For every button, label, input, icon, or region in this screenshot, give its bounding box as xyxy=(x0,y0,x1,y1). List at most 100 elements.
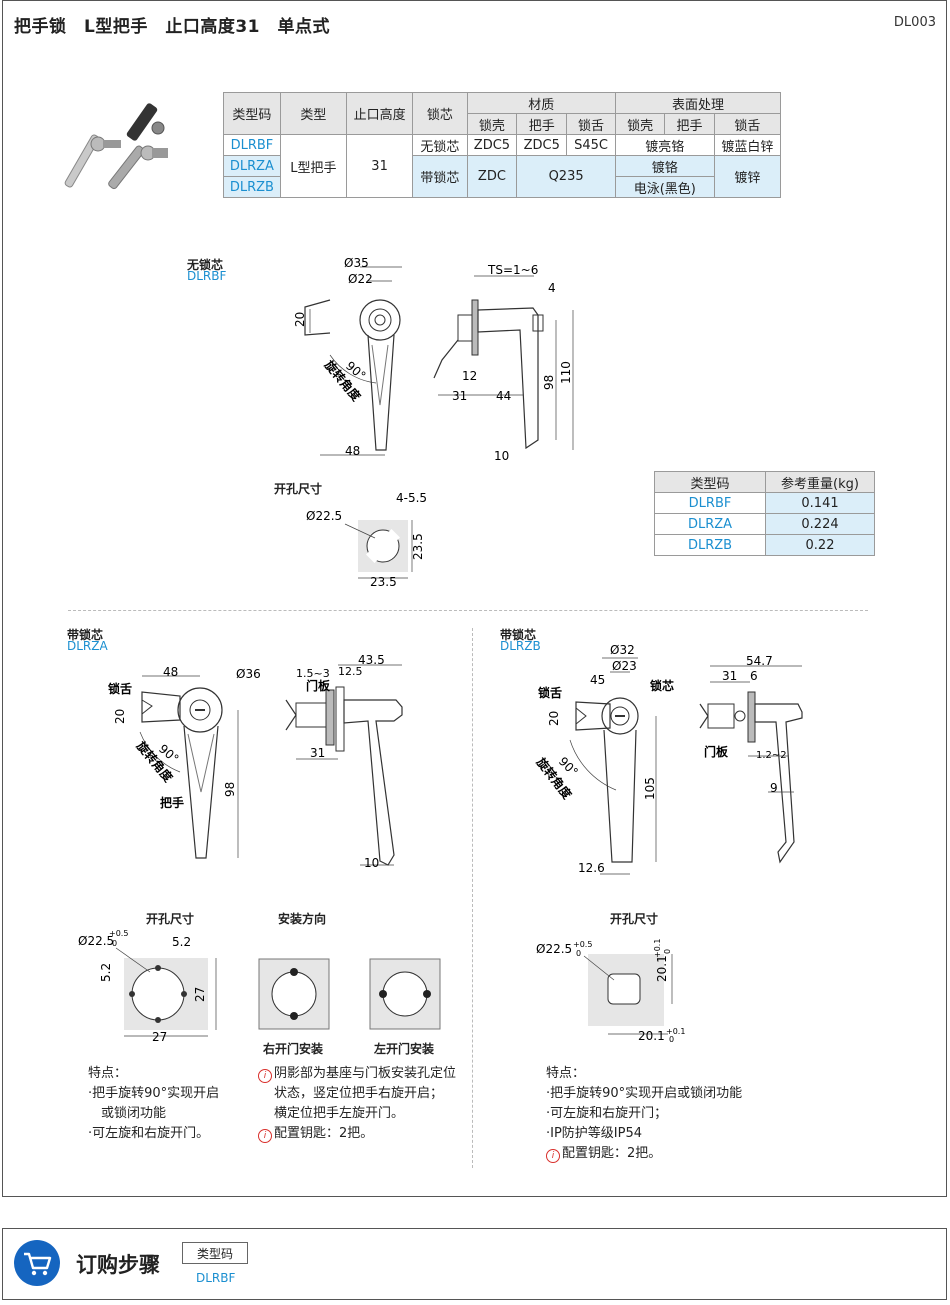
dim-w10: 10 xyxy=(494,449,509,463)
table-row: DLRZB 电泳(黑色) xyxy=(223,176,781,198)
th-weight: 参考重量(kg) xyxy=(765,471,875,493)
weight-cell: 0.22 xyxy=(765,534,875,556)
sec2-side-drawing: 43.5 1.5~3 12.5 门板 31 10 xyxy=(285,655,403,870)
feature-line: ·可左旋和右旋开门； xyxy=(546,1106,668,1121)
hole-tol: +0.5 xyxy=(573,940,592,949)
th-type-code: 类型码 xyxy=(223,92,281,135)
dim-ts: TS=1~6 xyxy=(487,263,538,277)
hole-h: 23.5 xyxy=(411,533,425,560)
dim-t12: 1.2~2 xyxy=(756,750,787,761)
th-type: 类型 xyxy=(279,92,347,135)
dim-h105: 105 xyxy=(643,777,657,800)
mat-handle-cell: ZDC5 xyxy=(516,134,568,156)
sec2-features: 特点： ·把手旋转90°实现开启 或锁闭功能 ·可左旋和右旋开门。 xyxy=(88,1064,219,1144)
sec2-hole-label: 开孔尺寸 xyxy=(146,912,195,926)
install-label: 安装方向 xyxy=(278,912,327,926)
dim-h27: 27 xyxy=(193,987,207,1002)
feature-line: ·把手旋转90°实现开启或锁闭功能 xyxy=(546,1086,743,1101)
feature-line: 或锁闭功能 xyxy=(88,1106,167,1121)
info-icon: i xyxy=(546,1149,560,1163)
sec3-features: 特点： ·把手旋转90°实现开启或锁闭功能 ·可左旋和右旋开门； ·IP防护等级… xyxy=(546,1064,742,1164)
th-mat-handle: 把手 xyxy=(516,113,568,135)
table-row: DLRBF 0.141 xyxy=(654,492,875,514)
hole-w: 4-5.5 xyxy=(396,491,427,505)
sec2-code: DLRZA xyxy=(67,639,108,653)
features-title: 特点： xyxy=(546,1066,586,1081)
dim-htol0: 0 xyxy=(663,949,672,954)
handle-photo-1 xyxy=(126,103,165,141)
th-mat-shell: 锁壳 xyxy=(466,113,518,135)
door-label: 门板 xyxy=(306,678,331,693)
table-row: DLRZA 0.224 xyxy=(654,513,875,535)
type-code-cell: DLRZB xyxy=(223,176,281,198)
dim-w31: 31 xyxy=(722,669,737,683)
tongue-label: 锁舌 xyxy=(538,685,562,700)
left-install-diagram xyxy=(369,958,441,1030)
weight-cell: 0.224 xyxy=(765,513,875,535)
weight-code-cell: DLRZB xyxy=(654,534,766,556)
left-install-label: 左开门安装 xyxy=(374,1042,435,1056)
feature-line: ·IP防护等级IP54 xyxy=(546,1126,643,1141)
page-title: 把手锁 L型把手 止口高度31 单点式 xyxy=(14,17,330,37)
sec1-hole-label: 开孔尺寸 xyxy=(274,482,323,496)
th-height: 止口高度 xyxy=(345,92,414,135)
weight-code-cell: DLRZA xyxy=(654,513,766,535)
column-divider xyxy=(472,628,473,1168)
th-mat-tongue: 锁舌 xyxy=(566,113,616,135)
dim-t125: 12.5 xyxy=(338,665,363,678)
sec1-label: 无锁芯 xyxy=(187,258,224,272)
dim-d36: Ø36 xyxy=(236,667,261,681)
weight-cell: 0.141 xyxy=(765,492,875,514)
note-line: 状态，竖定位把手右旋开启； xyxy=(274,1086,444,1101)
dim-w48: 48 xyxy=(163,665,178,679)
features-title: 特点： xyxy=(88,1066,128,1081)
dim-w126: 12.6 xyxy=(578,861,605,875)
feature-line: ·可左旋和右旋开门。 xyxy=(88,1126,210,1141)
sec3-code: DLRZB xyxy=(500,639,541,653)
th-surface: 表面处理 xyxy=(614,92,782,114)
sec3-front-drawing: Ø32 Ø23 45 锁舌 锁芯 20 90° 旋转角度 105 12.6 xyxy=(533,643,674,875)
note-line: 配置钥匙：2把。 xyxy=(274,1126,374,1141)
dim-h98: 98 xyxy=(542,375,556,390)
sec1-side-drawing: TS=1~6 4 12 31 44 98 110 10 xyxy=(433,263,574,463)
order-steps-panel xyxy=(2,1228,947,1300)
dim-h110: 110 xyxy=(559,361,573,384)
weight-code-cell: DLRBF xyxy=(654,492,766,514)
install-diagrams xyxy=(258,958,441,1030)
page-frame xyxy=(2,0,947,1197)
dim-w31: 31 xyxy=(452,389,467,403)
sec2-hole-drawing: Ø22.5 +0.5 0 5.2 5.2 27 27 xyxy=(78,929,217,1044)
hole-d: Ø22.5 xyxy=(536,942,572,956)
note-line: 阴影部为基座与门板安装孔定位 xyxy=(274,1066,457,1081)
height-cell: 31 xyxy=(345,134,414,198)
th-surf-handle: 把手 xyxy=(664,113,715,135)
dim-w6: 6 xyxy=(750,669,758,683)
dim-h52: 5.2 xyxy=(99,963,113,982)
hole-tol0: 0 xyxy=(576,949,581,958)
order-type-code: DLRBF xyxy=(196,1271,236,1285)
surf-tongue-cell: 镀蓝白锌 xyxy=(713,134,782,156)
weight-table: 类型码 参考重量(kg) DLRBF 0.141 DLRZA 0.224 DLR… xyxy=(654,471,875,556)
mat-tongue-cell: S45C xyxy=(566,134,616,156)
table-row: DLRBF L型把手 31 无锁芯 ZDC5 ZDC5 S45C 镀亮铬 镀蓝白… xyxy=(223,134,782,198)
section-divider xyxy=(68,610,868,611)
hole-tol: +0.5 xyxy=(109,929,128,938)
sec3-hole-label: 开孔尺寸 xyxy=(610,912,659,926)
table-row: DLRZB 0.22 xyxy=(654,534,875,556)
dim-w45: 45 xyxy=(590,673,605,687)
sec3-hole-drawing: Ø22.5 +0.5 0 20.1 +0.1 0 20.1 +0.1 0 xyxy=(536,939,685,1044)
hole-tol0: 0 xyxy=(112,939,117,948)
dim-htol: +0.1 xyxy=(653,939,662,958)
sec3-label: 带锁芯 xyxy=(500,628,537,642)
surf-tongue-cell: 镀锌 xyxy=(713,155,782,198)
order-title: 订购步骤 xyxy=(76,1253,160,1277)
dim-w: 20.1 xyxy=(638,1029,665,1043)
dim-h12: 12 xyxy=(462,369,477,383)
th-material: 材质 xyxy=(466,92,616,114)
dim-h98: 98 xyxy=(223,782,237,797)
dim-w44: 44 xyxy=(496,389,511,403)
cart-icon xyxy=(14,1240,60,1286)
dim-d32: Ø32 xyxy=(610,643,635,657)
door-label: 门板 xyxy=(704,744,729,759)
dim-d35: Ø35 xyxy=(344,256,369,270)
